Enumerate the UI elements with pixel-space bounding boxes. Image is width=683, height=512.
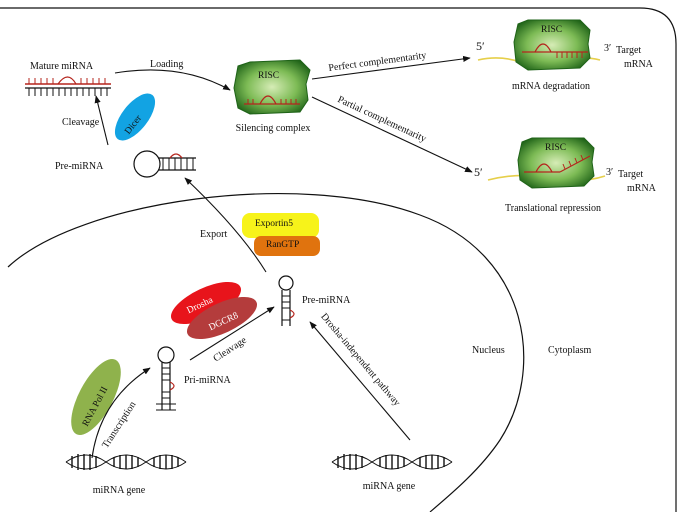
pre-mirna-nucleus bbox=[278, 275, 295, 326]
mrna-top: mRNA bbox=[624, 59, 653, 70]
transcription-arrow bbox=[91, 367, 151, 459]
partial-complementarity-arrow bbox=[311, 96, 473, 173]
pri-mirna-label: Pri-miRNA bbox=[184, 375, 231, 386]
drosha-enzyme bbox=[170, 281, 242, 325]
dicer-enzyme bbox=[114, 93, 156, 141]
translational-repression-label: Translational repression bbox=[504, 203, 602, 214]
mature-mirna-label: Mature miRNA bbox=[30, 61, 94, 72]
rangtp-protein bbox=[254, 236, 320, 256]
mirna-gene-right bbox=[331, 454, 453, 470]
export-arrow bbox=[184, 177, 267, 273]
pri-mirna bbox=[156, 346, 176, 411]
nuclear-envelope bbox=[7, 193, 525, 512]
risc-right-label: RISC bbox=[545, 143, 567, 153]
target-top: Target bbox=[616, 45, 642, 56]
pre-mirna-cytoplasm-label: Pre-miRNA bbox=[55, 161, 104, 172]
drosha-cleavage-arrow bbox=[189, 306, 275, 361]
cytoplasm-label: Cytoplasm bbox=[548, 345, 592, 356]
risc-complex-central bbox=[233, 59, 311, 115]
cleavage-dicer-label: Cleavage bbox=[62, 117, 100, 128]
dicer-cleavage-arrow bbox=[94, 95, 109, 146]
perfect-complementarity-arrow bbox=[311, 55, 471, 80]
mrna-right: mRNA bbox=[627, 183, 656, 194]
rangtp-label: RanGTP bbox=[266, 240, 300, 250]
target-right: Target bbox=[618, 169, 644, 180]
loading-arrow bbox=[114, 69, 231, 91]
pre-mirna-nucleus-label: Pre-miRNA bbox=[302, 295, 351, 306]
risc-target-perfect bbox=[477, 19, 601, 71]
mirna-gene-right-label: miRNA gene bbox=[362, 481, 416, 492]
mirna-gene-left-label: miRNA gene bbox=[92, 485, 146, 496]
three-prime-top: 3′ bbox=[604, 43, 612, 54]
exportin5-label: Exportin5 bbox=[255, 219, 293, 229]
export-label: Export bbox=[200, 229, 228, 240]
three-prime-right: 3′ bbox=[606, 167, 614, 178]
rna-pol-ii-enzyme bbox=[71, 359, 121, 435]
risc-central-label: RISC bbox=[258, 71, 280, 81]
five-prime-top: 5′ bbox=[476, 39, 485, 53]
risc-target-partial bbox=[487, 137, 606, 189]
nucleus-label: Nucleus bbox=[472, 345, 505, 356]
cell-membrane bbox=[0, 7, 677, 512]
pre-mirna-cytoplasm bbox=[133, 150, 196, 178]
silencing-complex-label: Silencing complex bbox=[235, 123, 311, 134]
risc-top-label: RISC bbox=[541, 25, 563, 35]
exportin5-protein bbox=[242, 213, 319, 238]
mirna-gene-left bbox=[65, 454, 187, 470]
mature-mirna-duplex bbox=[25, 76, 111, 96]
drosha-independent-arrow bbox=[309, 321, 411, 441]
dgcr8-protein bbox=[186, 296, 258, 340]
loading-label: Loading bbox=[150, 59, 184, 70]
five-prime-right: 5′ bbox=[474, 165, 483, 179]
mrna-degradation-label: mRNA degradation bbox=[511, 81, 591, 92]
